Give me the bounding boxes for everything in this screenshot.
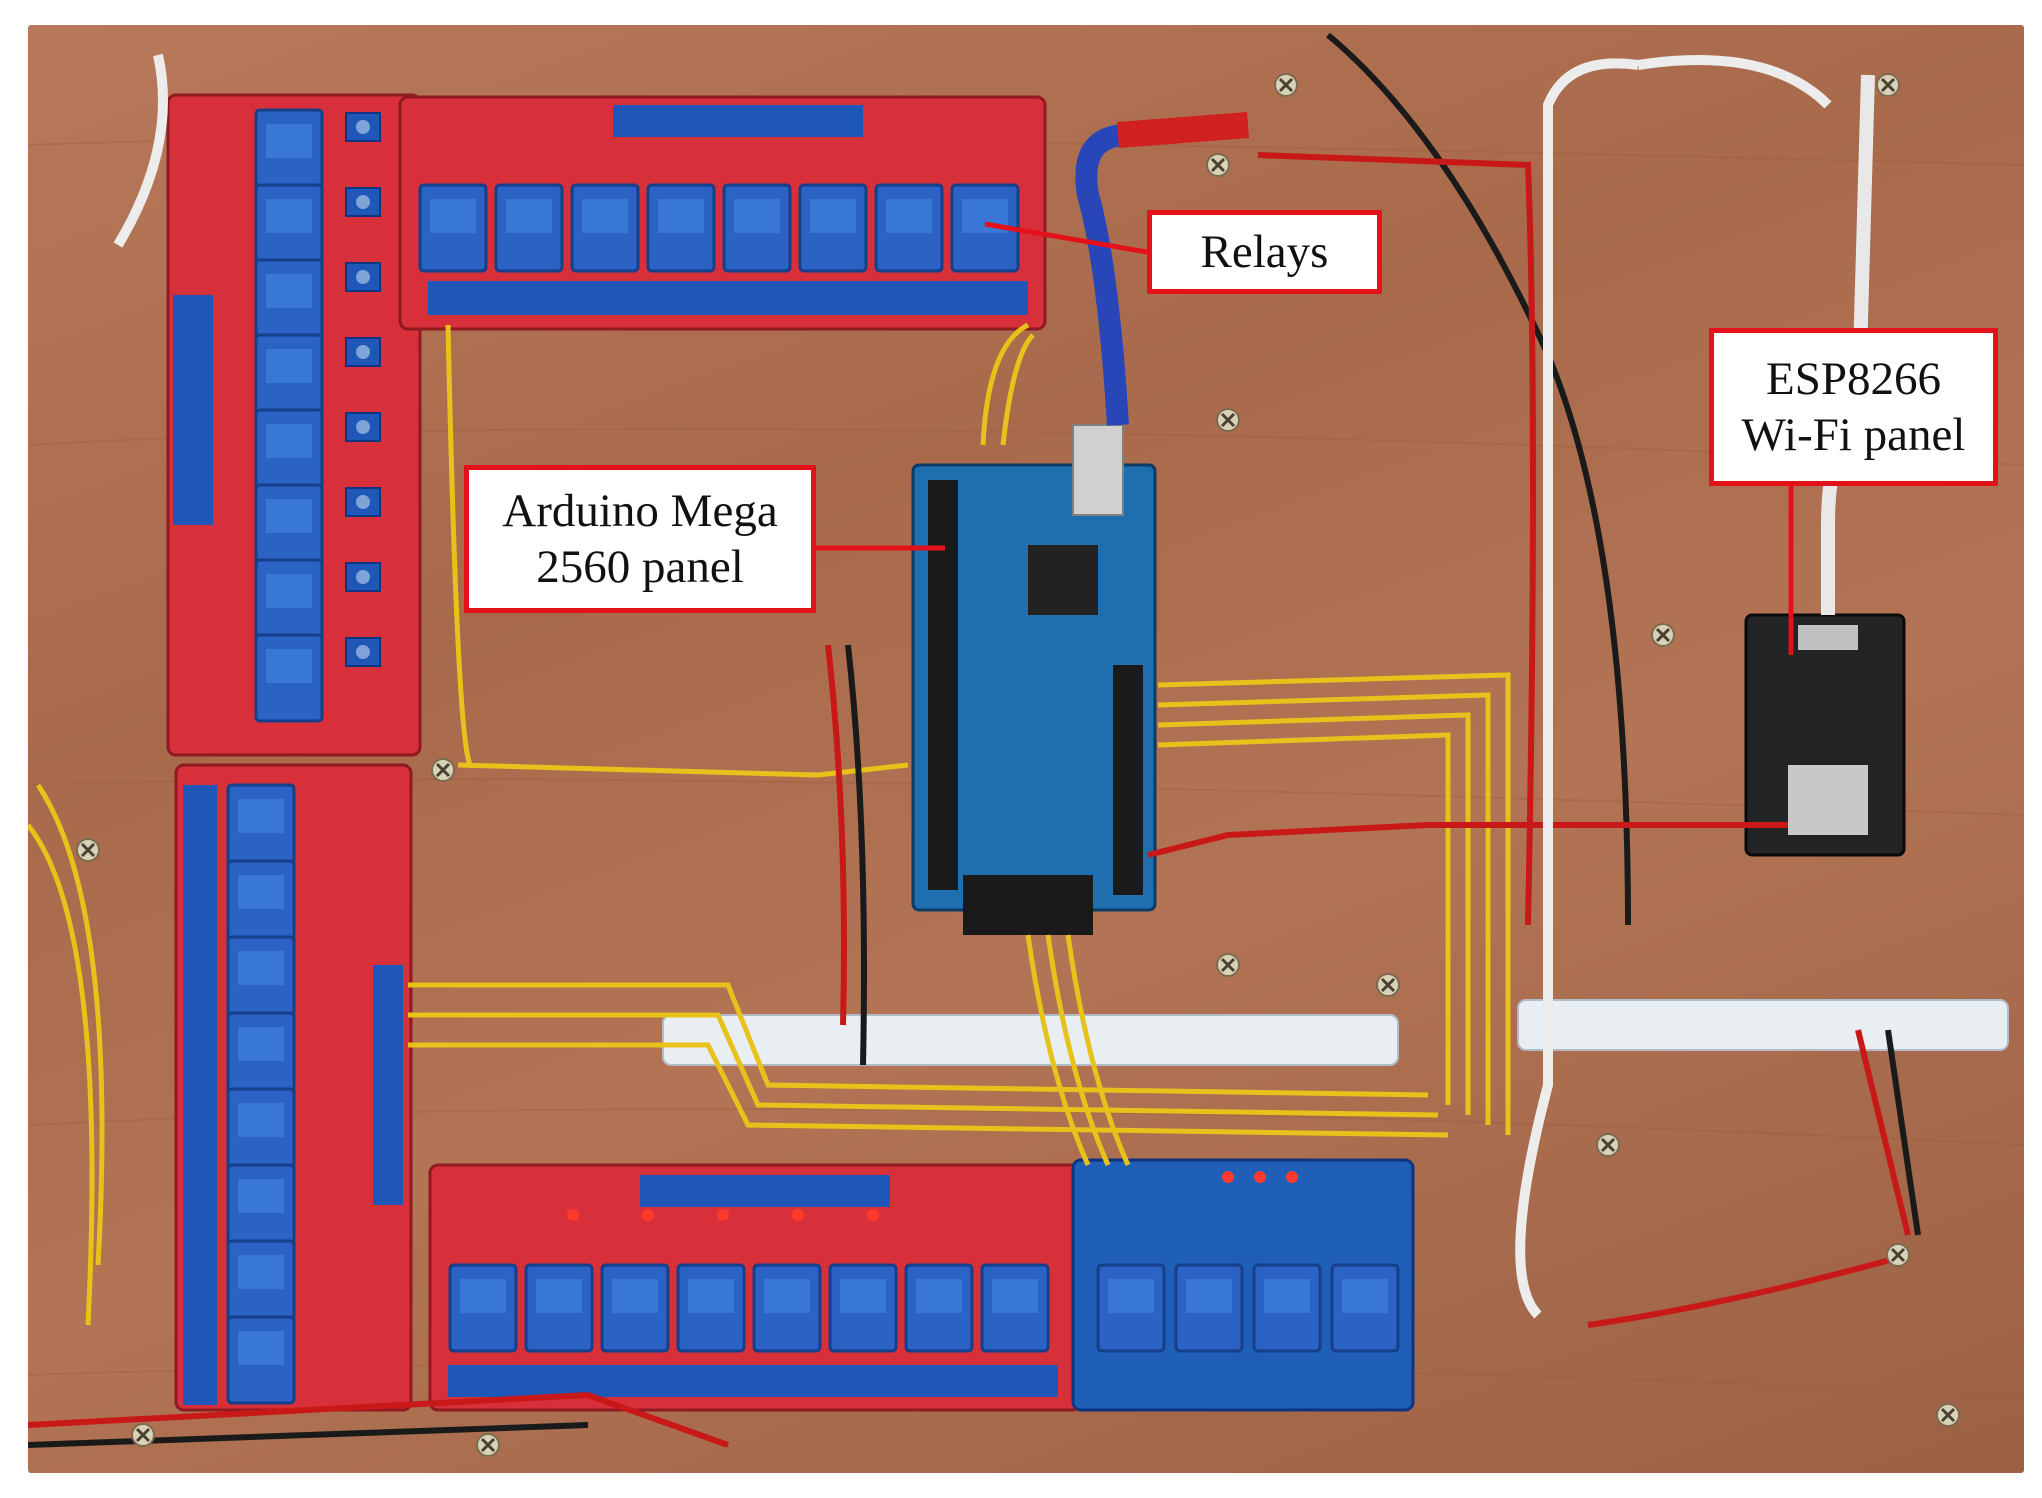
arduino-label-line2: 2560 panel xyxy=(536,541,744,593)
white-wire xyxy=(113,53,1832,1319)
arduino-label-line1: Arduino Mega xyxy=(502,484,778,537)
esp-callout: ESP8266 Wi-Fi panel xyxy=(1709,328,1998,486)
esp-label-line2: Wi-Fi panel xyxy=(1741,409,1966,461)
board-illustration xyxy=(28,32,2024,1458)
arduino-mega-board xyxy=(911,424,1157,935)
relays-label: Relays xyxy=(1200,225,1329,278)
power-wires xyxy=(28,32,1921,1448)
circuit-board-photo xyxy=(28,25,2024,1473)
arduino-callout: Arduino Mega 2560 panel xyxy=(464,465,816,613)
relay-board-bottom xyxy=(428,1163,1082,1412)
relays-callout: Relays xyxy=(1147,210,1382,294)
relay-board-left-top xyxy=(166,93,422,757)
esp-label-line1: ESP8266 xyxy=(1766,352,1941,405)
usb-cable xyxy=(1075,112,1249,426)
relay-board-four-channel xyxy=(1071,1158,1415,1412)
relay-board-left-bottom xyxy=(174,763,413,1412)
relay-board-top xyxy=(398,95,1047,331)
yellow-wires xyxy=(28,322,1511,1326)
breadboard-rails xyxy=(662,999,2009,1066)
